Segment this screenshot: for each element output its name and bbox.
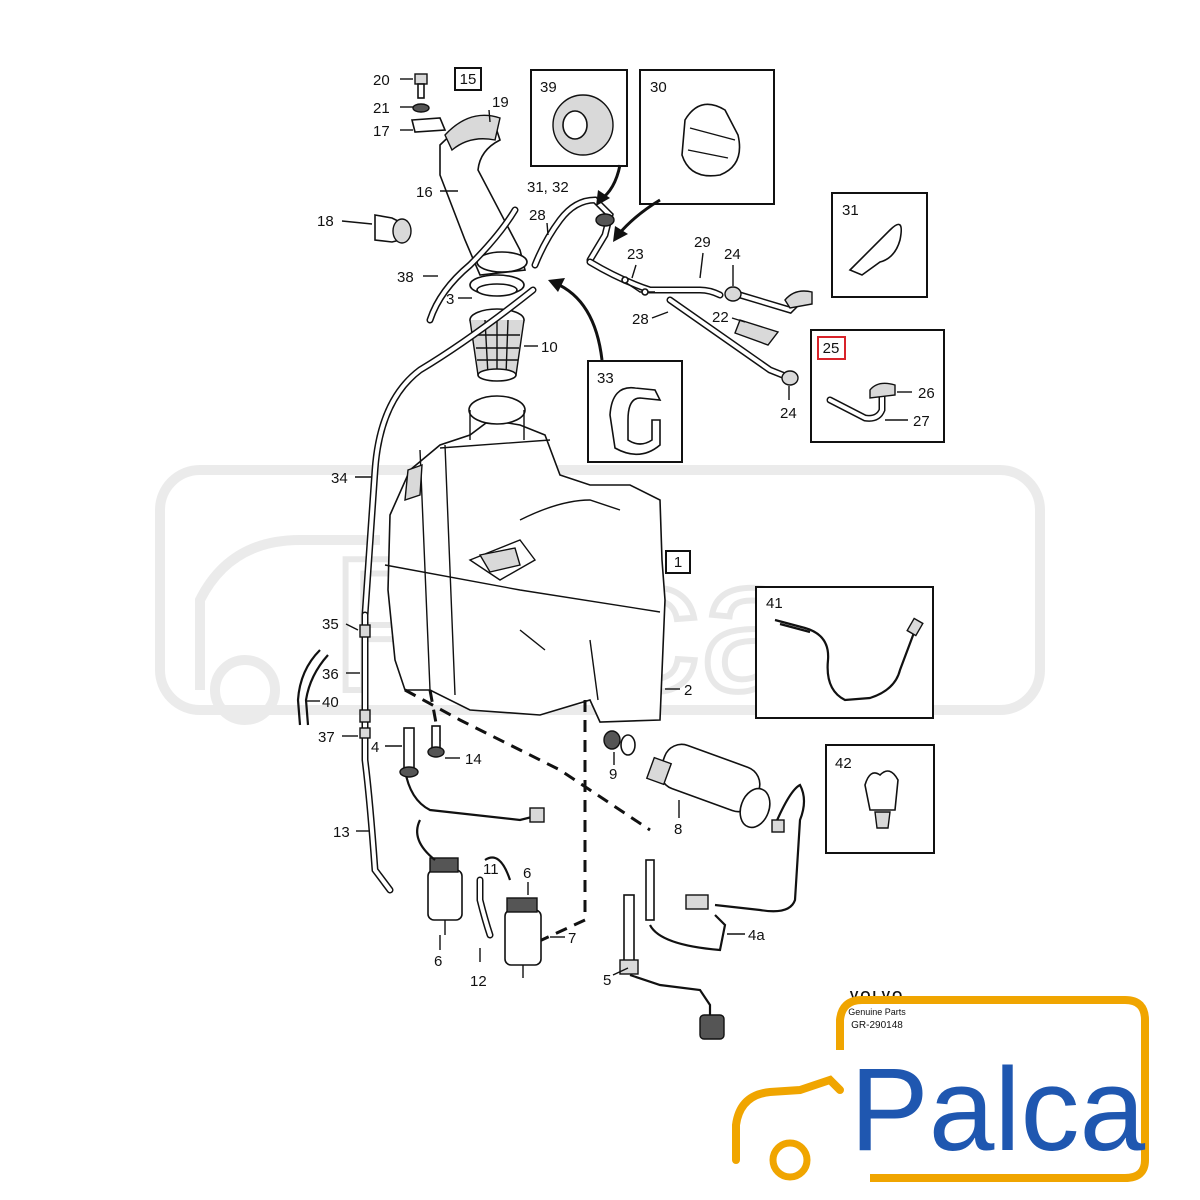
callout-16: 16 <box>416 184 433 201</box>
pad-22 <box>734 319 780 346</box>
level-sensor <box>619 859 655 975</box>
inset-41: 41 <box>755 586 934 719</box>
callout-5: 5 <box>603 972 611 989</box>
callout-labels: 20 21 17 19 16 18 38 3 10 31, 32 28 23 2… <box>306 72 797 990</box>
callout-19: 19 <box>492 94 509 111</box>
callout-29: 29 <box>694 234 711 251</box>
callout-36: 36 <box>322 666 339 683</box>
callout-22: 22 <box>712 309 729 326</box>
callout-2: 2 <box>684 682 692 699</box>
callout-24-lower: 24 <box>780 405 797 422</box>
check-valve-lower <box>781 370 799 386</box>
volvo-footer: VOLVO Genuine Parts GR-290148 <box>848 988 906 1031</box>
inset-25-box: 25 26 27 <box>810 329 945 443</box>
callout-1-box: 1 <box>665 550 691 574</box>
callout-6-right: 6 <box>523 865 531 882</box>
inset-31: 31 <box>831 192 928 298</box>
callout-25: 25 <box>823 340 840 357</box>
callout-18: 18 <box>317 213 334 230</box>
callout-11: 11 <box>483 861 499 878</box>
pump-wiring <box>403 769 541 822</box>
palca-logo-text: Palca <box>850 1044 1146 1176</box>
wheel-icon <box>769 1139 811 1181</box>
inset-33: 33 <box>587 360 683 463</box>
callout-15: 15 <box>460 71 477 88</box>
callout-27: 27 <box>913 413 930 430</box>
filler-cap <box>444 114 501 152</box>
washer-pump-right <box>504 897 542 978</box>
callout-23: 23 <box>627 246 644 263</box>
callout-34: 34 <box>331 470 348 487</box>
callout-30: 30 <box>650 79 667 96</box>
palca-logo: Palca <box>732 996 1149 1182</box>
callout-28-upper: 28 <box>529 207 546 224</box>
inset-15-box: 15 <box>454 67 482 91</box>
callout-33: 33 <box>597 370 614 387</box>
nozzle-upper <box>784 290 813 309</box>
holder-clip-part <box>609 386 662 456</box>
wiring-harness-part <box>774 618 917 702</box>
dashed-guide-1 <box>404 688 651 832</box>
callout-35: 35 <box>322 616 339 633</box>
diagram-code: GR-290148 <box>851 1020 903 1031</box>
callout-13: 13 <box>333 824 350 841</box>
cable-tie-part <box>848 223 903 276</box>
bolt-4 <box>399 727 419 778</box>
grommet-9 <box>603 730 636 756</box>
callout-28-lower: 28 <box>632 311 649 328</box>
check-valve-upper <box>724 286 742 302</box>
washer-reservoir <box>384 395 666 723</box>
fastener-clip-part <box>864 770 899 811</box>
callout-6-left: 6 <box>434 953 442 970</box>
callout-26: 26 <box>918 385 935 402</box>
callout-3: 3 <box>446 291 454 308</box>
nozzle-part <box>869 382 896 399</box>
callout-41: 41 <box>766 595 783 612</box>
callout-7: 7 <box>568 930 576 947</box>
truck-outline-icon <box>732 1075 844 1164</box>
callout-31-32: 31, 32 <box>527 179 569 196</box>
callout-31: 31 <box>842 202 859 219</box>
inset-39: 39 <box>530 69 628 167</box>
filler-neck <box>468 395 526 425</box>
sensor-connector <box>699 1014 725 1040</box>
arrow-33 <box>554 281 604 361</box>
filler-tube <box>439 114 528 276</box>
callout-40: 40 <box>322 694 339 711</box>
highlight-25 <box>817 336 846 360</box>
callout-9: 9 <box>609 766 617 783</box>
inset-30: 30 <box>639 69 775 205</box>
callout-24-upper: 24 <box>724 246 741 263</box>
push-clip <box>374 214 412 244</box>
callout-42: 42 <box>835 755 852 772</box>
mount-bolt <box>410 73 447 133</box>
callout-1: 1 <box>674 554 682 571</box>
hose-40 <box>296 649 321 726</box>
callout-10: 10 <box>541 339 558 356</box>
callout-14: 14 <box>465 751 482 768</box>
callout-4: 4 <box>371 739 379 756</box>
sensor-wire <box>629 973 712 1020</box>
callout-37: 37 <box>318 729 335 746</box>
bolt-14 <box>427 725 445 758</box>
callout-12: 12 <box>470 973 487 990</box>
callout-8: 8 <box>674 821 682 838</box>
callout-38: 38 <box>397 269 414 286</box>
level-sensor-pump <box>645 743 771 829</box>
callout-39: 39 <box>540 79 557 96</box>
callout-20: 20 <box>373 72 390 89</box>
washer-pump-left <box>427 857 463 935</box>
genuine-parts-text: Genuine Parts <box>848 1007 906 1017</box>
callout-21: 21 <box>373 100 390 117</box>
callout-17: 17 <box>373 123 390 140</box>
inset-42: 42 <box>825 744 935 854</box>
callout-4a: 4a <box>748 927 765 944</box>
